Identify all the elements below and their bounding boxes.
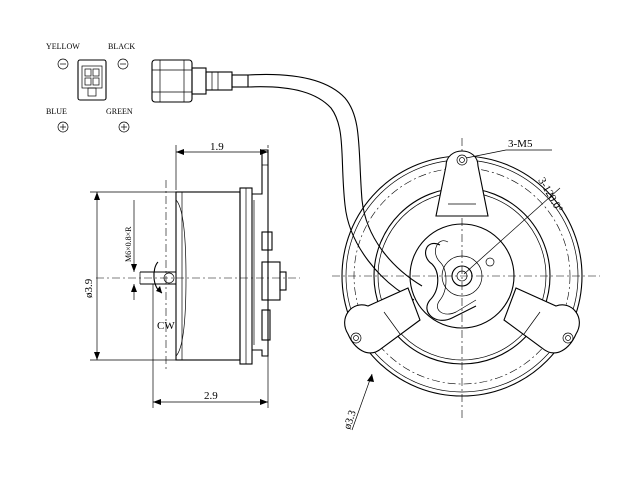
plus-icon-green — [118, 121, 130, 133]
mount-tab-top — [435, 150, 489, 217]
label-black: BLACK — [108, 42, 135, 51]
motor-body — [175, 191, 241, 361]
dim-mount-holes: 3-M5 — [508, 138, 533, 150]
side-view: 1.9 2.9 ø3.9 M6×0.8×R CW — [83, 141, 300, 408]
minus-icon-yellow — [57, 58, 69, 70]
label-rotation: CW — [157, 320, 175, 332]
dim-hole-angle: 3-120.0° — [535, 176, 565, 215]
dim-diameter-front: ø3.3 — [341, 408, 359, 430]
dim-depth-top: 1.9 — [210, 141, 224, 153]
mount-tab-right — [503, 287, 580, 354]
dim-diameter-side: ø3.9 — [83, 278, 95, 298]
front-view: 3-M5 3-120.0° ø3.3 — [332, 138, 600, 431]
mount-tab-left — [344, 287, 421, 354]
connector-face-icon — [77, 59, 107, 101]
dim-shaft-thread: M6×0.8×R — [124, 226, 133, 262]
rotation-arrow-icon — [153, 261, 163, 294]
cable-plug — [151, 59, 249, 103]
plus-icon-blue — [57, 121, 69, 133]
label-blue: BLUE — [46, 107, 67, 116]
label-yellow: YELLOW — [46, 42, 80, 51]
minus-icon-black — [117, 58, 129, 70]
dim-depth-bottom: 2.9 — [204, 390, 218, 402]
label-green: GREEN — [106, 107, 133, 116]
wire-harness — [247, 73, 423, 301]
connector-legend: YELLOW BLACK BLUE GREEN — [46, 42, 135, 133]
